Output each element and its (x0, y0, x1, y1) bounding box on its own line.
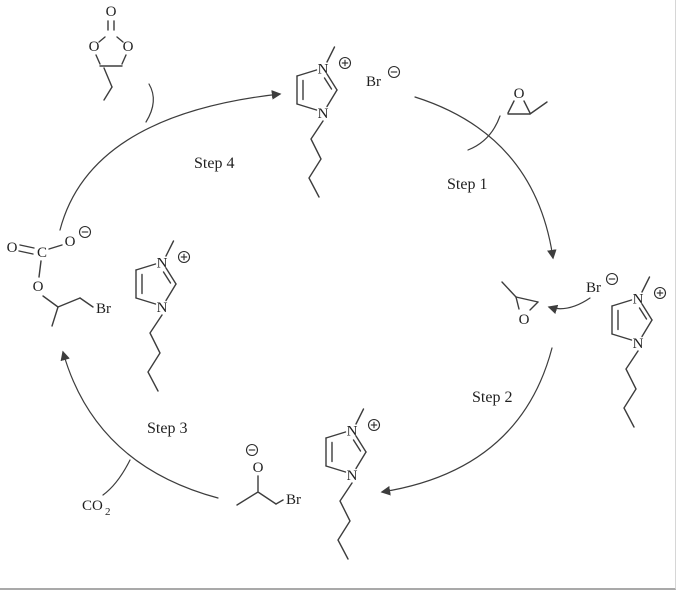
oxygen-label: O (89, 39, 100, 55)
bond (95, 54, 101, 65)
oxygen-label: O (106, 4, 117, 20)
double-bond (18, 250, 34, 255)
bromide-label: Br (586, 280, 601, 296)
bromo-alkoxide-intermediate: O Br (236, 408, 381, 560)
co2-substrate: CO 2 (82, 459, 131, 518)
bond (121, 54, 127, 65)
imidazolium-cation (296, 46, 352, 198)
bond (529, 301, 539, 311)
oxygen-label: O (7, 240, 18, 256)
bond (48, 244, 63, 250)
negative-charge-icon (78, 225, 92, 239)
bromine-label: Br (286, 492, 301, 508)
methyl-bond (103, 86, 113, 101)
co2-label: CO (82, 498, 103, 514)
co2-subscript: 2 (105, 506, 111, 518)
substrate-entry-curve (467, 115, 501, 151)
oxygen-label: O (33, 279, 44, 295)
bond (523, 100, 531, 114)
step-1-label: Step 1 (447, 176, 487, 193)
oxygen-label: O (123, 39, 134, 55)
negative-charge-icon (605, 272, 619, 286)
bond (42, 295, 59, 308)
bond (515, 296, 520, 310)
cycle-arrow-step-2 (380, 347, 553, 496)
methyl-bond (529, 101, 548, 115)
product-exit-curve (145, 83, 154, 123)
methyl-bond (236, 491, 259, 506)
negative-charge-icon (245, 443, 259, 457)
cycle-arrow-step-4 (59, 90, 282, 231)
oxygen-label: O (514, 86, 525, 102)
double-bond (19, 244, 35, 249)
bond (57, 297, 81, 308)
bromo-carbonate-intermediate: O C O O Br (7, 225, 191, 392)
step-2-label: Step 2 (472, 389, 512, 406)
bromide-label: Br (366, 74, 381, 90)
bond (103, 67, 113, 88)
imidazolium-cation (611, 276, 667, 428)
oxygen-label: O (253, 460, 264, 476)
co2-entry-curve (102, 459, 131, 496)
bromine-label: Br (96, 301, 111, 317)
step-4-label: Step 4 (194, 155, 234, 172)
imidazolium-cation (325, 408, 381, 560)
bond (257, 491, 277, 505)
bromide-attack-arrow (547, 297, 591, 315)
cycle-arrow-step-3 (60, 350, 219, 499)
bond (515, 296, 539, 303)
bond (275, 499, 284, 505)
imidazolium-cation (135, 240, 191, 392)
catalyst-imidazolium-bromide: Br (296, 46, 401, 198)
oxygen-label: O (519, 312, 530, 328)
step-3-label: Step 3 (147, 420, 187, 437)
carbon-label: C (37, 245, 47, 261)
epoxide-bromide-ion-pair: Br O (501, 272, 667, 428)
oxygen-label: O (65, 234, 76, 250)
propylene-oxide-substrate: O (467, 86, 548, 151)
methyl-bond (51, 306, 59, 327)
bond (98, 36, 106, 43)
propylene-carbonate-product: O O O (89, 4, 154, 123)
methyl-bond (501, 281, 517, 298)
negative-charge-icon (387, 65, 401, 79)
cycle-arrow-step-1 (414, 96, 557, 260)
bond (507, 100, 515, 114)
bond (79, 297, 94, 308)
bond (38, 260, 42, 278)
bond (116, 36, 124, 43)
